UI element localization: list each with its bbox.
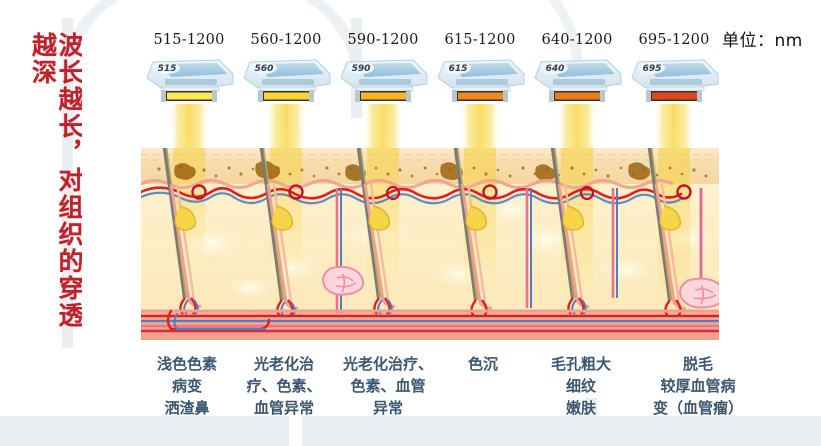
filter-number-2: 590 bbox=[352, 64, 371, 74]
filter-window-0 bbox=[167, 92, 215, 100]
indication-caption-2: 光老化治疗、 色素、血管 异常 bbox=[342, 355, 433, 417]
filter-window-4 bbox=[555, 92, 603, 100]
vascular-lesion-2 bbox=[679, 277, 719, 309]
indication-caption-3: 色沉 bbox=[467, 355, 498, 373]
dermal-epidermal-junction bbox=[141, 178, 674, 190]
page-title-vertical: 波长越长，对组织的穿透越深 bbox=[30, 32, 82, 329]
handpiece-device-0[interactable]: 515 bbox=[141, 58, 237, 106]
filter-window-5 bbox=[652, 92, 700, 100]
handpiece-device-4[interactable]: 640 bbox=[529, 58, 625, 106]
indication-caption-4: 毛孔粗大 细纹 嫩肤 bbox=[550, 355, 611, 417]
handpiece-device-2[interactable]: 590 bbox=[335, 58, 431, 106]
handpiece-device-5[interactable]: 695 bbox=[626, 58, 722, 106]
indication-caption-5: 脱毛 较厚血管病 变（血管瘤） bbox=[652, 355, 743, 417]
filter-number-0: 515 bbox=[158, 64, 177, 74]
filter-number-4: 640 bbox=[546, 64, 565, 74]
filter-window-3 bbox=[458, 92, 506, 100]
melanin-clusters bbox=[174, 160, 651, 181]
superficial-vascular-plexus bbox=[141, 184, 692, 205]
stratum-corneum bbox=[141, 154, 719, 161]
handpiece-device-1[interactable]: 560 bbox=[238, 58, 334, 106]
wavelength-label-5: 695-1200 bbox=[638, 32, 710, 48]
hair-follicles bbox=[162, 148, 687, 317]
indication-caption-0: 浅色色素 病变 洒渣鼻 bbox=[156, 355, 217, 417]
filter-window-2 bbox=[361, 92, 409, 100]
watermark-bottom-band bbox=[0, 416, 821, 446]
filter-number-3: 615 bbox=[449, 64, 468, 74]
vascular-lesion-1 bbox=[322, 266, 365, 296]
filter-window-1 bbox=[264, 92, 312, 100]
wavelength-label-2: 590-1200 bbox=[347, 32, 419, 48]
watermark-bottom-notch bbox=[289, 416, 302, 446]
unit-label: 单位：nm bbox=[722, 31, 803, 51]
wavelength-label-3: 615-1200 bbox=[444, 32, 516, 48]
filter-number-5: 695 bbox=[643, 64, 662, 74]
wavelength-label-0: 515-1200 bbox=[153, 32, 225, 48]
skin-cross-section-diagram bbox=[141, 148, 719, 340]
indication-caption-1: 光老化治 疗、色素、 血管异常 bbox=[246, 355, 322, 417]
filter-number-1: 560 bbox=[255, 64, 274, 74]
wavelength-label-4: 640-1200 bbox=[541, 32, 613, 48]
deep-vascular-plexus bbox=[141, 309, 719, 333]
wavelength-label-1: 560-1200 bbox=[250, 32, 322, 48]
handpiece-device-3[interactable]: 615 bbox=[432, 58, 528, 106]
